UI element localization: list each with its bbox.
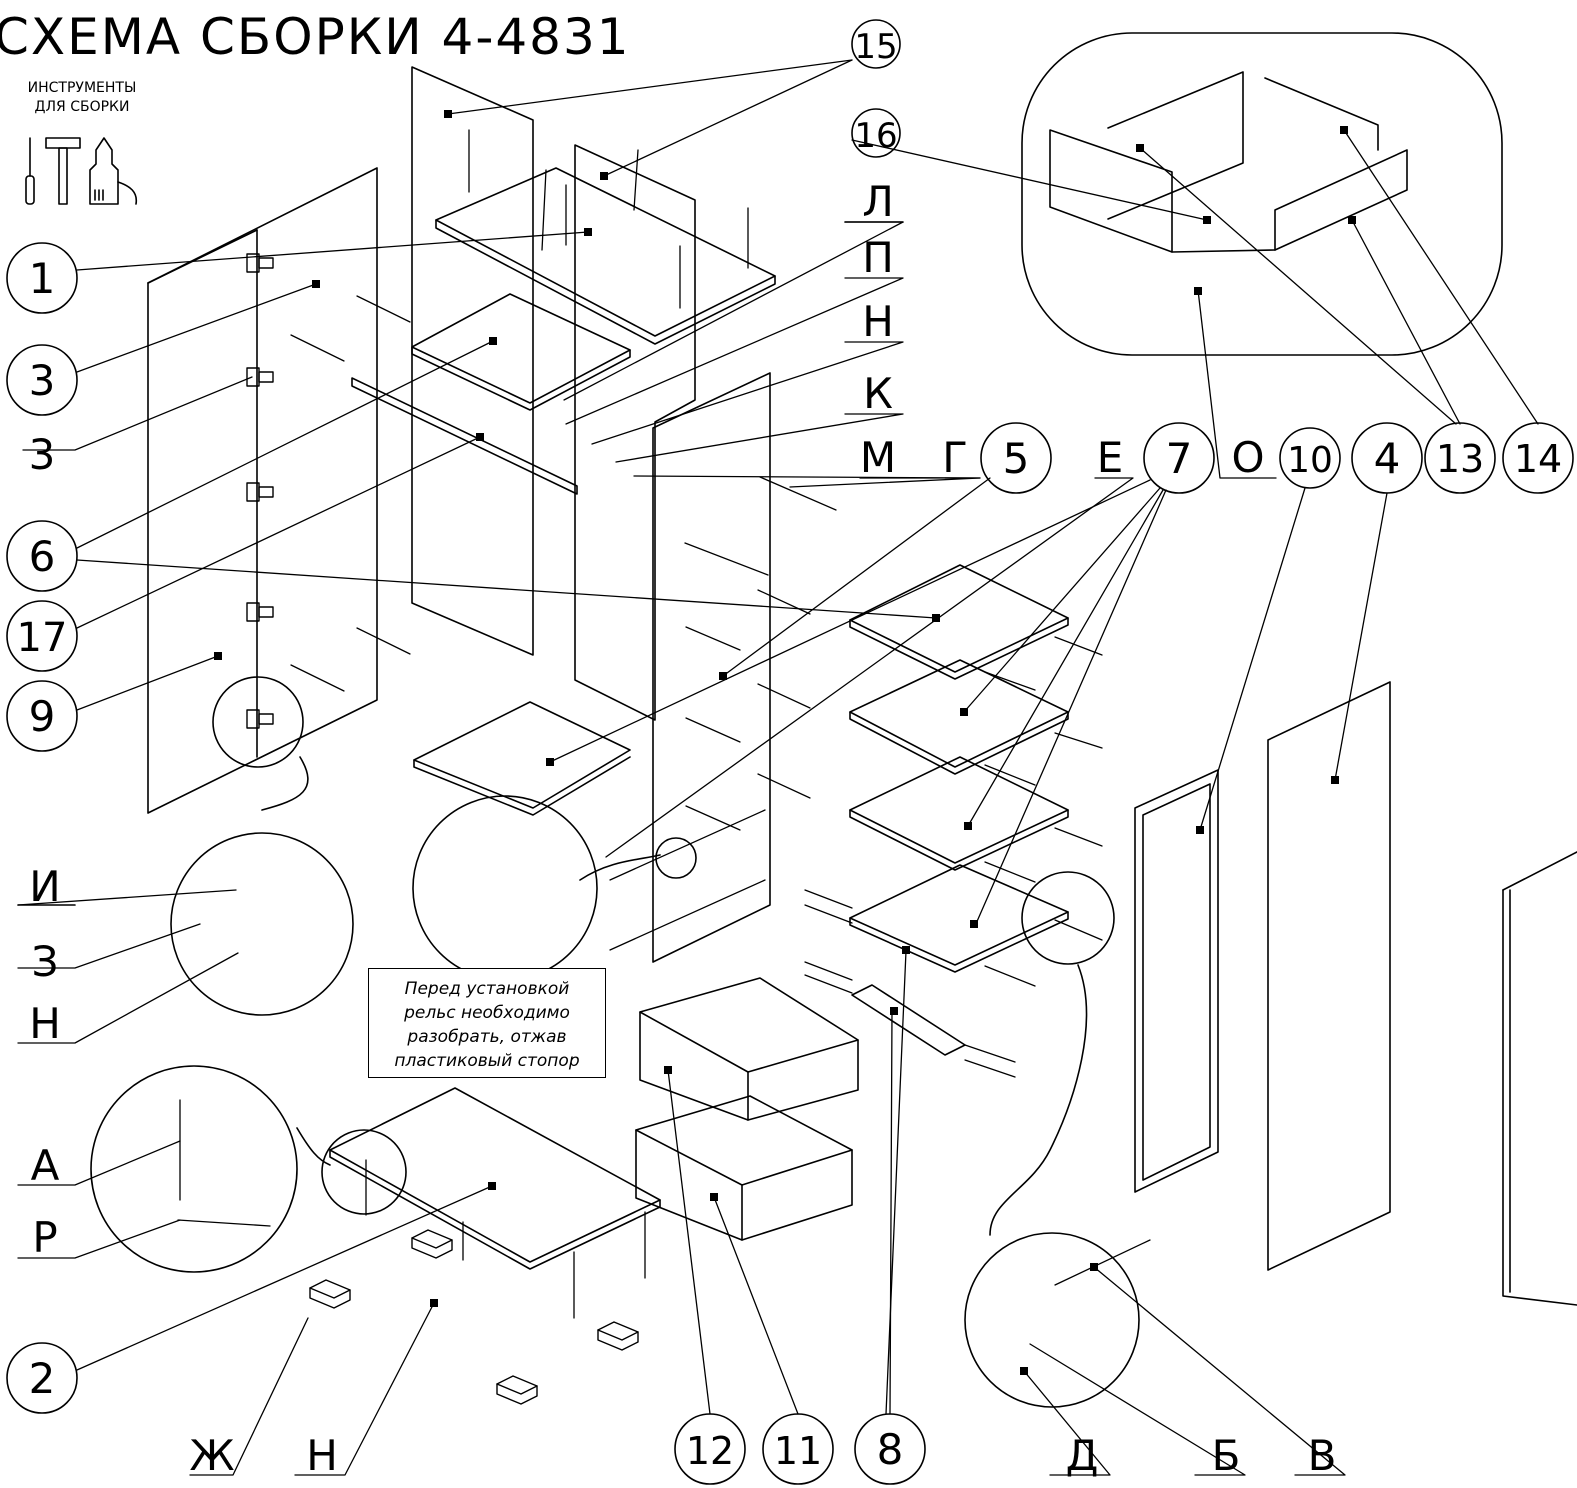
label-8: 8 xyxy=(877,1425,904,1474)
label-10: 10 xyxy=(1287,440,1333,481)
rail-zoom-circle xyxy=(412,795,598,981)
label-14: 14 xyxy=(1514,437,1562,481)
label-11: 11 xyxy=(774,1429,822,1473)
cabinet-edge xyxy=(1502,851,1577,1306)
label-3b: 3 xyxy=(29,430,56,479)
rail-installation-note: Перед установкой рельс необходимо разобр… xyxy=(368,968,606,1078)
label-G: Г xyxy=(942,433,968,482)
feet xyxy=(309,1229,639,1405)
label-A: А xyxy=(31,1141,60,1190)
label-L: Л xyxy=(862,177,894,226)
label-9: 9 xyxy=(29,692,56,741)
shelf-stack xyxy=(849,564,1069,1056)
hardware-letters: Л П Н К М Г Е О И З Н А Р Ж Н Д Б В xyxy=(29,177,1336,1480)
label-M: М xyxy=(860,433,896,482)
detail-leader-curve xyxy=(261,756,309,811)
shelf-pin-detail-circle xyxy=(1021,871,1115,965)
screwdriver-icon xyxy=(25,137,35,205)
label-17: 17 xyxy=(17,615,68,661)
label-4: 4 xyxy=(1374,434,1401,483)
callout-text: 15 16 1 3 3 6 17 9 2 5 7 10 4 13 14 12 1… xyxy=(17,27,1563,1474)
right-side-panel xyxy=(652,372,771,963)
label-V: В xyxy=(1308,1431,1337,1480)
leader-lines xyxy=(17,59,1539,1476)
label-I: И xyxy=(29,862,60,911)
label-Z: З xyxy=(32,937,59,986)
detail-leader-curve-4 xyxy=(579,854,661,881)
detail-leader-curve-3 xyxy=(296,1127,331,1166)
label-ZH: Ж xyxy=(189,1431,234,1480)
back-panel xyxy=(411,66,534,656)
hinge-zoom-circle xyxy=(170,832,354,1016)
label-5: 5 xyxy=(1003,434,1030,483)
plain-door xyxy=(1267,681,1391,1271)
base-detail-circle xyxy=(321,1129,407,1215)
label-16: 16 xyxy=(854,116,897,156)
label-7: 7 xyxy=(1166,434,1193,483)
glue-bottle-icon xyxy=(89,137,138,205)
label-underlines xyxy=(17,221,904,906)
middle-side-panel xyxy=(574,144,696,721)
top-board xyxy=(435,167,776,345)
drawer-top xyxy=(639,977,859,1121)
hanging-rail xyxy=(351,377,578,495)
label-1: 1 xyxy=(29,254,56,303)
detail-leader-curve-2 xyxy=(989,964,1088,1236)
label-R: Р xyxy=(32,1213,57,1262)
hammer-icon xyxy=(45,137,81,205)
mirror-door xyxy=(1134,769,1219,1193)
middle-shelf xyxy=(411,293,631,411)
tools-caption: ИНСТРУМЕНТЫ ДЛЯ СБОРКИ xyxy=(27,80,137,115)
label-P: П xyxy=(862,233,894,282)
label-B: Б xyxy=(1212,1431,1241,1480)
label-D: Д xyxy=(1066,1431,1099,1480)
label-13: 13 xyxy=(1436,437,1484,481)
base-board xyxy=(329,1087,661,1270)
hinges xyxy=(246,253,274,729)
left-door-panel xyxy=(147,167,378,814)
label-2: 2 xyxy=(29,1354,56,1403)
label-O: О xyxy=(1231,433,1264,482)
rail-detail-circle xyxy=(655,837,697,879)
label-N-upper: Н xyxy=(862,297,894,346)
hinge-detail-circle xyxy=(212,676,304,768)
reference-markers xyxy=(214,110,1356,1375)
lower-shelf-left xyxy=(413,701,631,816)
fastener-zoom-circle xyxy=(90,1065,298,1273)
drawer-detail-drawing xyxy=(1049,71,1408,253)
label-N-lower: Н xyxy=(306,1431,338,1480)
label-6: 6 xyxy=(29,532,56,581)
label-E: Е xyxy=(1097,433,1124,482)
label-15: 15 xyxy=(854,27,897,67)
label-K: К xyxy=(863,369,893,418)
label-3a: 3 xyxy=(29,356,56,405)
label-N-mid: Н xyxy=(29,999,61,1048)
drawer-bottom xyxy=(635,1095,853,1241)
fasteners xyxy=(177,129,1151,1319)
numbered-callouts xyxy=(6,19,1574,1485)
drawer-detail-callout xyxy=(1021,32,1503,356)
shelf-pin-zoom-circle xyxy=(964,1232,1140,1408)
diagram-title: СХЕМА СБОРКИ 4-4831 xyxy=(0,8,631,66)
label-12: 12 xyxy=(686,1429,734,1473)
